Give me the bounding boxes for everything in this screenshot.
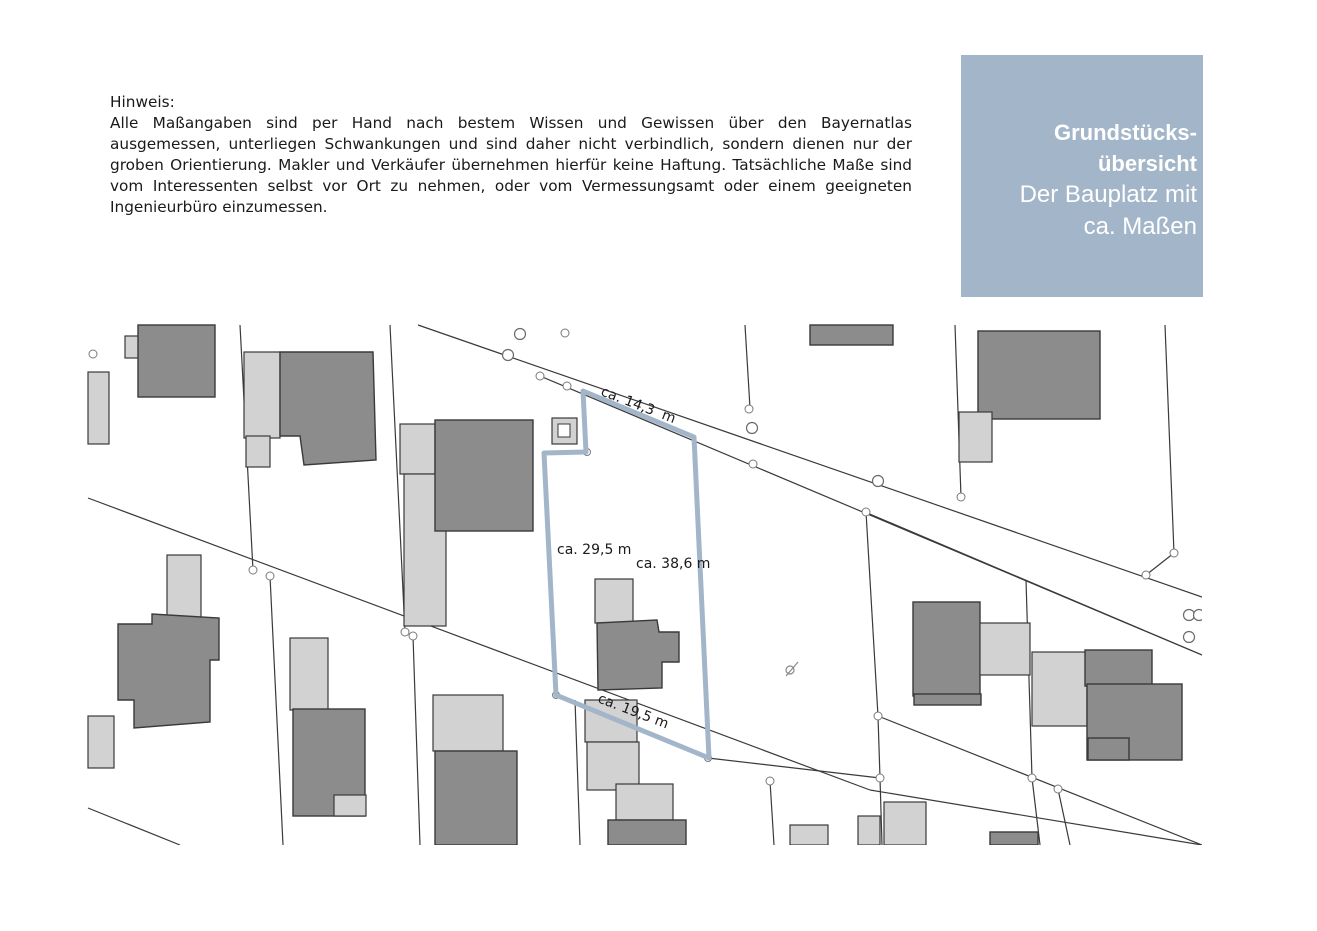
boundary-node bbox=[748, 459, 758, 469]
parcel-line-south-a bbox=[87, 497, 871, 791]
boundary-node bbox=[1182, 630, 1196, 644]
plot-outline bbox=[541, 388, 712, 761]
boundary-node bbox=[265, 571, 275, 581]
parcel-boundary-16 bbox=[1057, 788, 1071, 845]
parcel-boundary-12 bbox=[1025, 579, 1033, 779]
building-light bbox=[87, 371, 110, 445]
cadastral-map-svg: ca. 14,3 m ca. 29,5 m ca. 38,6 m ca. 19,… bbox=[87, 324, 1202, 845]
parcel-boundary-10 bbox=[1164, 324, 1175, 554]
boundary-node bbox=[1182, 608, 1196, 622]
building-light bbox=[87, 715, 115, 769]
note-heading: Hinweis: bbox=[110, 93, 175, 111]
parcel-boundary-7 bbox=[877, 715, 881, 779]
building-dark bbox=[912, 601, 981, 697]
building-marker-icon bbox=[557, 423, 571, 438]
parcel-boundary-5 bbox=[744, 324, 751, 409]
dimension-right-edge: ca. 38,6 m bbox=[636, 556, 710, 572]
note-text: Alle Maßangaben sind per Hand nach beste… bbox=[110, 114, 912, 216]
building-dark bbox=[913, 693, 982, 706]
cadastral-map: ca. 14,3 m ca. 29,5 m ca. 38,6 m ca. 19,… bbox=[86, 323, 1202, 845]
subtitle-line-1: Der Bauplatz mit bbox=[1019, 181, 1197, 208]
boundary-node bbox=[873, 711, 883, 721]
boundary-node bbox=[875, 773, 885, 783]
building-dark bbox=[434, 750, 518, 845]
subtitle-line-2: ca. Maßen bbox=[1083, 213, 1197, 240]
building-dark bbox=[1084, 649, 1153, 687]
boundary-node bbox=[861, 507, 871, 517]
building-light bbox=[857, 815, 881, 845]
building-light bbox=[333, 794, 367, 817]
title-box: Grundstücks- übersicht Der Bauplatz mit … bbox=[961, 55, 1203, 297]
boundary-node bbox=[1053, 784, 1063, 794]
building-light bbox=[432, 694, 504, 752]
boundary-node bbox=[501, 348, 515, 362]
building-dark bbox=[434, 419, 534, 532]
parcel-line-south-b bbox=[869, 789, 1202, 845]
building-light bbox=[594, 578, 634, 624]
parcel-line-se bbox=[707, 757, 881, 779]
title-line-1: Grundstücks- bbox=[1053, 120, 1197, 145]
parcel-boundary-6 bbox=[865, 511, 879, 717]
building-dark bbox=[279, 351, 377, 466]
boundary-node bbox=[871, 474, 885, 488]
parcel-boundary-15 bbox=[879, 777, 883, 845]
map-symbol-icon bbox=[785, 661, 799, 677]
boundary-node bbox=[1169, 548, 1179, 558]
boundary-node bbox=[560, 328, 570, 338]
boundary-node bbox=[400, 627, 410, 637]
building-light bbox=[584, 699, 638, 743]
boundary-node bbox=[1027, 773, 1037, 783]
parcel-boundary-9 bbox=[954, 324, 962, 498]
building-light bbox=[243, 351, 281, 439]
parcel-boundary-8 bbox=[877, 715, 1202, 845]
building-light bbox=[399, 423, 436, 475]
parcel-boundary-11 bbox=[1145, 552, 1175, 576]
building-light bbox=[615, 783, 674, 821]
building-dark bbox=[607, 819, 687, 845]
dimension-left-edge: ca. 29,5 m bbox=[557, 542, 631, 558]
street-line-north-a bbox=[417, 324, 1202, 598]
boundary-node bbox=[765, 776, 775, 786]
boundary-node bbox=[248, 565, 258, 575]
boundary-node bbox=[513, 327, 527, 341]
boundary-node bbox=[745, 421, 759, 435]
building-light bbox=[789, 824, 829, 845]
disclaimer-note: Hinweis: Alle Maßangaben sind per Hand n… bbox=[110, 92, 912, 218]
parcel-line-rear bbox=[864, 511, 1202, 656]
building-light bbox=[124, 335, 140, 359]
parcel-line-lower bbox=[87, 807, 181, 845]
parcel-boundary-17 bbox=[574, 699, 581, 845]
building-light bbox=[1031, 651, 1088, 727]
boundary-node bbox=[1192, 608, 1202, 622]
boundary-node bbox=[535, 371, 545, 381]
boundary-node bbox=[408, 631, 418, 641]
building-light bbox=[979, 622, 1031, 676]
building-dark bbox=[809, 324, 894, 346]
building-dark bbox=[137, 324, 216, 398]
building-dark bbox=[596, 619, 680, 691]
parcel-lines bbox=[87, 324, 1202, 845]
buildings bbox=[87, 324, 1183, 845]
building-light bbox=[289, 637, 329, 711]
parcel-boundary-3 bbox=[389, 324, 406, 633]
building-light bbox=[883, 801, 927, 845]
boundary-node bbox=[744, 404, 754, 414]
building-dark bbox=[989, 831, 1039, 845]
parcel-boundary-2 bbox=[269, 575, 284, 845]
building-light bbox=[166, 554, 202, 621]
building-light bbox=[245, 435, 271, 468]
boundary-node bbox=[1141, 570, 1151, 580]
building-dark bbox=[1087, 737, 1130, 761]
title-line-2: übersicht bbox=[1097, 151, 1197, 176]
boundary-node bbox=[956, 492, 966, 502]
building-dark bbox=[977, 330, 1101, 420]
building-dark bbox=[117, 613, 220, 729]
parcel-boundary-14 bbox=[769, 780, 775, 845]
building-light bbox=[586, 741, 640, 791]
building-light bbox=[958, 411, 993, 463]
parcel-boundary-4 bbox=[412, 635, 421, 845]
boundary-node bbox=[88, 349, 98, 359]
boundary-node bbox=[562, 381, 572, 391]
